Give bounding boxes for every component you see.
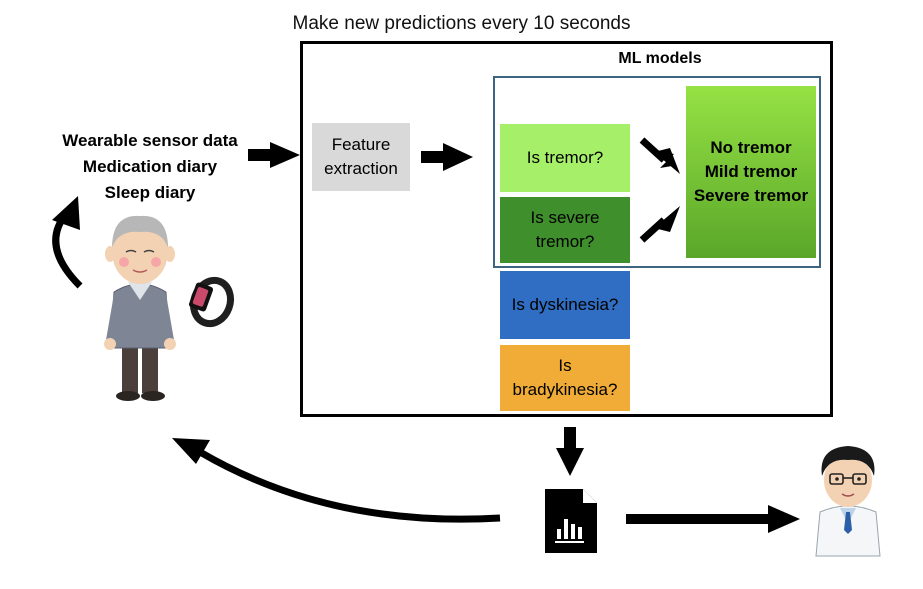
- feature-extraction-box: Feature extraction: [312, 123, 410, 191]
- tremor-output: Severe tremor: [693, 186, 809, 205]
- pipeline-frame: [300, 41, 833, 417]
- bradykinesia-classifier-box: Is bradykinesia?: [500, 345, 630, 411]
- feature-line: extraction: [324, 159, 398, 178]
- tremor-result-box: No tremor Mild tremor Severe tremor: [686, 86, 816, 258]
- dyskinesia-label: Is dyskinesia?: [511, 295, 619, 314]
- tremor-output: Mild tremor: [704, 162, 798, 181]
- input-item: Wearable sensor data: [62, 131, 238, 150]
- input-list: Wearable sensor data Medication diary Sl…: [40, 128, 260, 206]
- severe-label-line: Is severe: [530, 208, 600, 227]
- tremor-output: No tremor: [710, 138, 792, 157]
- dyskinesia-classifier-box: Is dyskinesia?: [500, 271, 630, 339]
- severe-label-line: tremor?: [535, 232, 595, 251]
- arrow-report-to-doctor: [626, 505, 800, 533]
- report-document-icon: [545, 489, 597, 553]
- smartwatch-icon: [188, 276, 235, 328]
- tremor-model-frame: [493, 76, 821, 268]
- tremor-classifier-box: Is tremor?: [500, 124, 630, 192]
- ml-models-title: ML models: [618, 50, 702, 67]
- feature-line: Feature: [331, 135, 391, 154]
- arrow-patient-to-inputs: [52, 196, 83, 289]
- input-item: Sleep diary: [104, 183, 196, 202]
- arrow-inputs-to-pipeline: [248, 142, 300, 168]
- doctor-icon: [815, 446, 881, 557]
- arrow-tremor-to-result: [639, 137, 680, 174]
- arrow-pipeline-to-report: [556, 427, 584, 476]
- bradykinesia-label-line: Is: [558, 356, 572, 375]
- bradykinesia-label-line: bradykinesia?: [512, 380, 618, 399]
- tremor-label: Is tremor?: [526, 148, 604, 167]
- severe-tremor-classifier-box: Is severe tremor?: [500, 197, 630, 263]
- arrow-severe-to-result: [639, 206, 680, 243]
- arrow-feature-to-models: [421, 143, 473, 171]
- caption: Make new predictions every 10 seconds: [292, 13, 631, 34]
- elderly-patient-icon: [104, 215, 176, 401]
- arrow-report-to-patient: [172, 438, 501, 523]
- input-item: Medication diary: [82, 157, 218, 176]
